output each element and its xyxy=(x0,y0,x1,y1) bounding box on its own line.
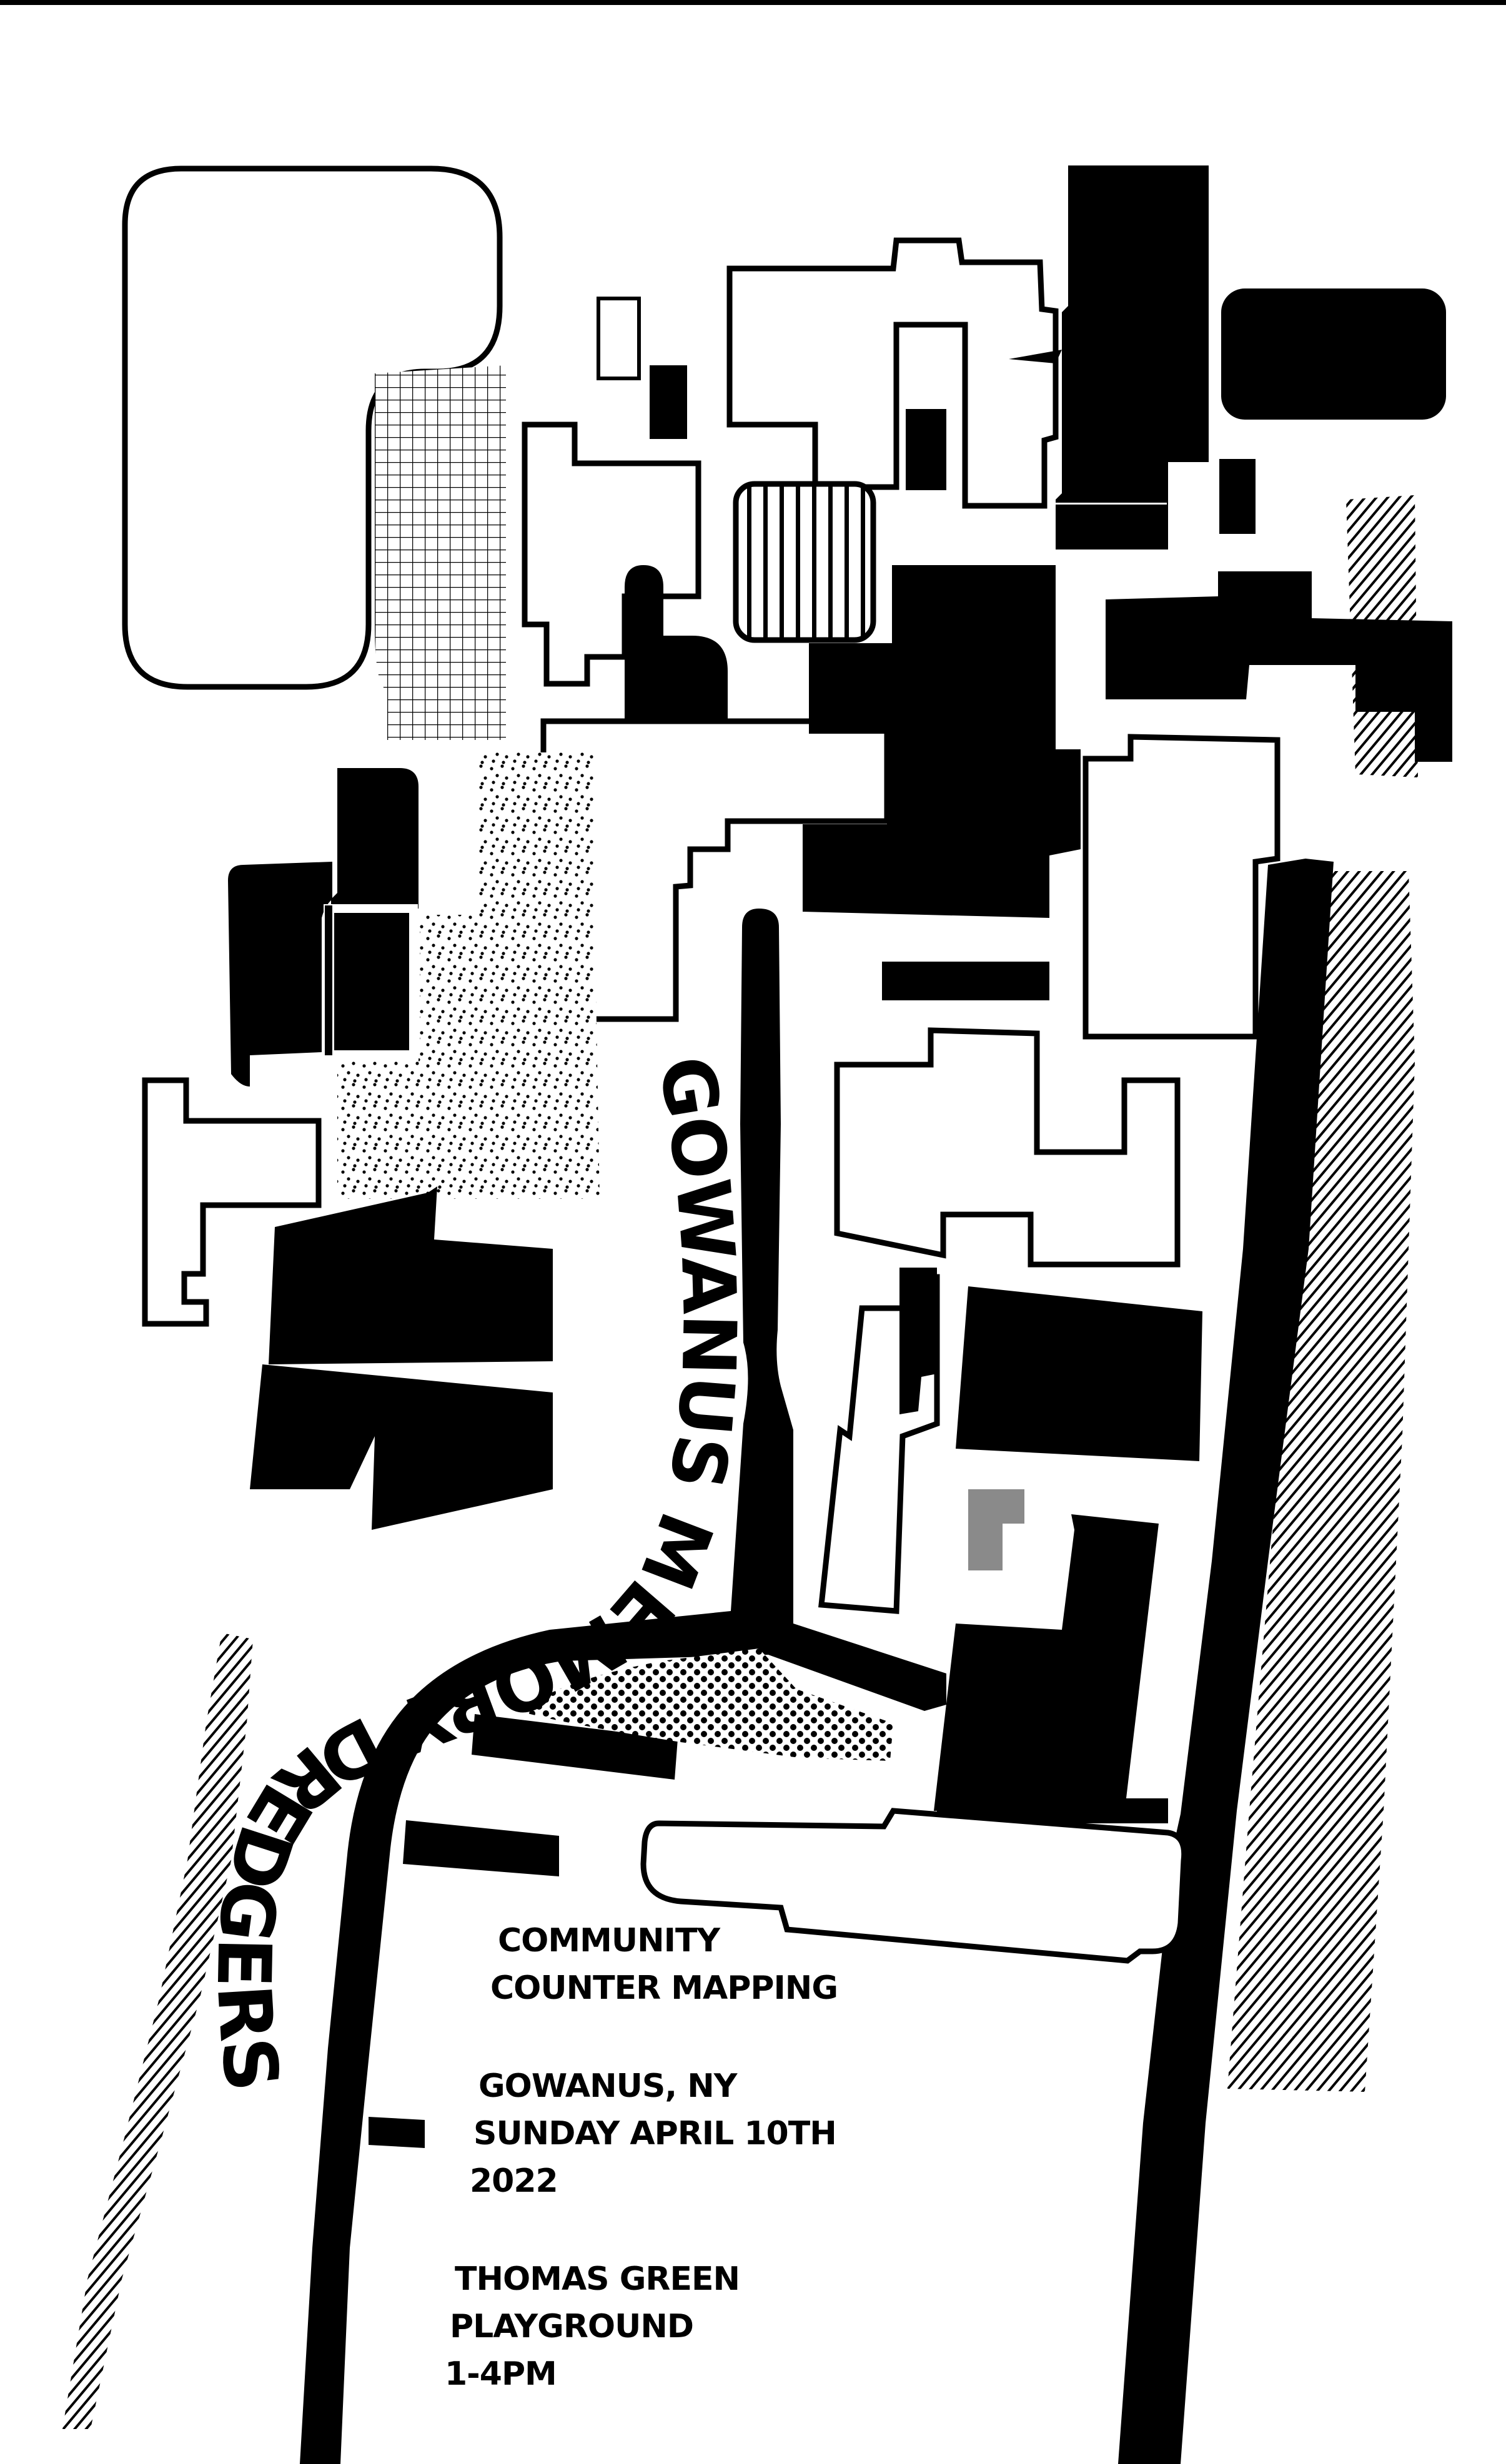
info-block-event: COMMUNITY COUNTER MAPPING xyxy=(490,1917,838,2012)
info-line: 1-4PM xyxy=(445,2355,557,2393)
info-line: PLAYGROUND xyxy=(450,2308,694,2345)
info-line: COMMUNITY xyxy=(498,1922,720,1959)
info-line: SUNDAY APRIL 10TH xyxy=(473,2115,837,2152)
info-block-location-date: GOWANUS, NY SUNDAY APRIL 10TH 2022 xyxy=(470,2062,837,2205)
info-block-venue-time: THOMAS GREEN PLAYGROUND 1-4PM xyxy=(445,2255,740,2398)
info-line: 2022 xyxy=(470,2162,558,2200)
info-line: GOWANUS, NY xyxy=(478,2067,737,2105)
info-line: COUNTER MAPPING xyxy=(490,1969,838,2007)
info-line: THOMAS GREEN xyxy=(455,2260,740,2298)
